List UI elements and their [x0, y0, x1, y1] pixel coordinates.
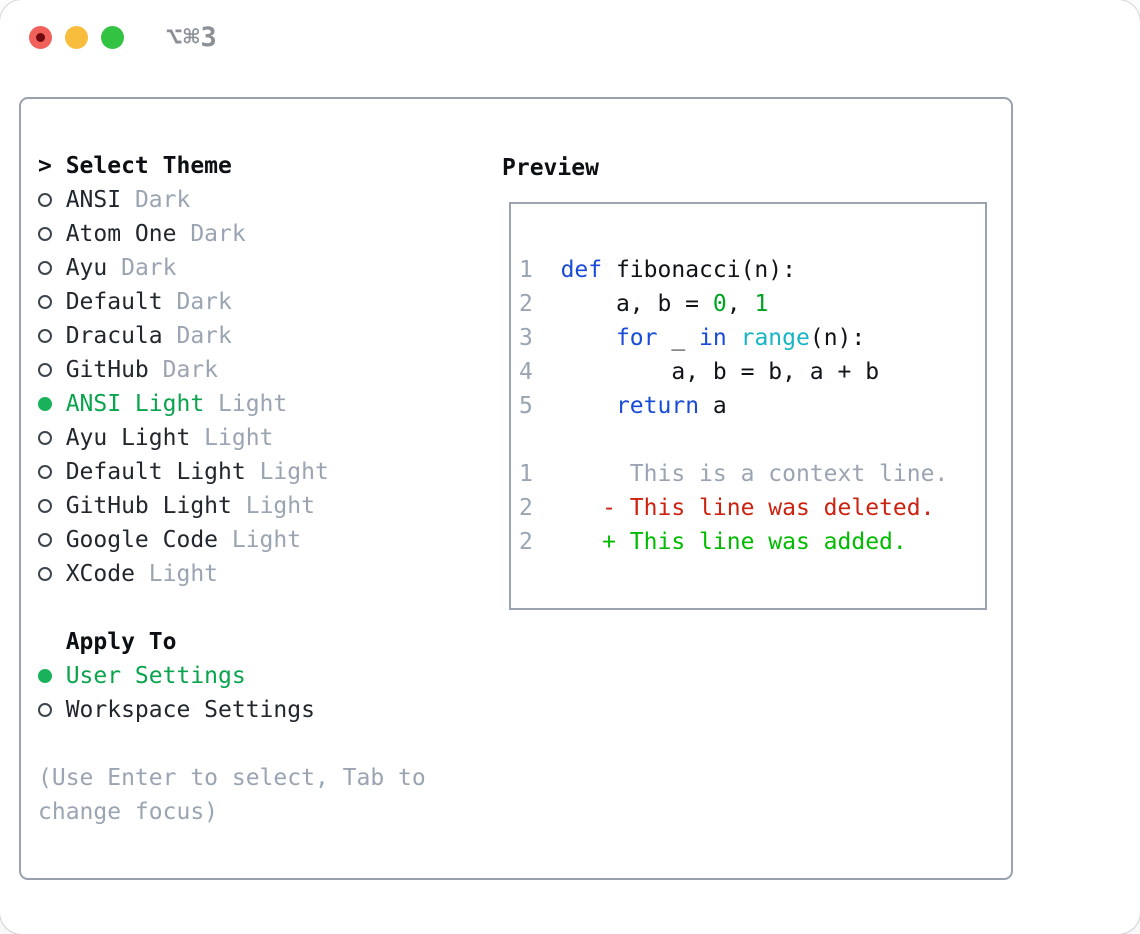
spacer: [38, 727, 426, 761]
item-variant-label: Light: [259, 459, 329, 485]
line-number: 2: [519, 291, 533, 317]
radio-unselected-icon: [38, 353, 52, 387]
item-label: XCode: [51, 561, 149, 587]
item-label: ANSI Light: [51, 391, 219, 417]
spacer: [38, 591, 426, 625]
apply-option-user-settings[interactable]: User Settings: [38, 659, 426, 693]
item-label: Workspace Settings: [51, 697, 315, 723]
item-label: GitHub: [51, 357, 163, 383]
theme-item-github[interactable]: GitHub Dark: [38, 353, 426, 387]
theme-item-atom-one[interactable]: Atom One Dark: [38, 217, 426, 251]
diff-line-3: 2 + This line was added.: [519, 529, 907, 555]
minimize-button[interactable]: [65, 26, 88, 49]
theme-picker-panel: > Select Theme ANSI Dark Atom One Dark A…: [19, 97, 1013, 880]
select-theme-header: > Select Theme: [38, 153, 232, 179]
radio-unselected-icon: [38, 285, 52, 319]
item-label: Default: [51, 289, 177, 315]
radio-unselected-icon: [38, 217, 52, 251]
item-variant-label: Dark: [190, 221, 246, 247]
preview-title: Preview: [502, 155, 599, 181]
radio-unselected-icon: [38, 251, 52, 285]
radio-unselected-icon: [38, 693, 52, 727]
apply-to-header: Apply To: [38, 629, 177, 655]
radio-selected-icon: [38, 659, 52, 693]
radio-unselected-icon: [38, 557, 52, 591]
item-label: Ayu: [51, 255, 122, 281]
line-number: 4: [519, 359, 533, 385]
item-variant-label: Dark: [176, 289, 232, 315]
item-variant-label: Dark: [162, 357, 219, 383]
line-number: 1: [519, 461, 533, 487]
item-variant-label: Light: [245, 493, 315, 519]
item-label: GitHub Light: [51, 493, 246, 519]
item-label: Atom One: [51, 221, 191, 247]
radio-unselected-icon: [38, 421, 52, 455]
item-variant-label: Dark: [134, 187, 191, 213]
theme-item-ansi-light[interactable]: ANSI Light Light: [38, 387, 426, 421]
item-label: User Settings: [51, 663, 246, 689]
radio-unselected-icon: [38, 183, 52, 217]
titlebar: ⌥⌘3: [0, 0, 1140, 72]
theme-item-ayu[interactable]: Ayu Dark: [38, 251, 426, 285]
item-label: Google Code: [51, 527, 232, 553]
line-number: 2: [519, 495, 533, 521]
theme-item-ansi[interactable]: ANSI Dark: [38, 183, 426, 217]
theme-item-default[interactable]: Default Dark: [38, 285, 426, 319]
item-variant-label: Light: [204, 425, 274, 451]
diff-line-1: 1 This is a context line.: [519, 461, 949, 487]
line-number: 3: [519, 325, 533, 351]
item-variant-label: Light: [218, 391, 288, 417]
blank-line: [519, 423, 985, 457]
preview-pane: 1 def fibonacci(n): 2 a, b = 0, 1 3 for _ …: [509, 202, 987, 610]
code-line-3: 3 for _ in range(n):: [519, 325, 866, 351]
item-variant-label: Dark: [176, 323, 232, 349]
line-number: 5: [519, 393, 533, 419]
zoom-button[interactable]: [101, 26, 124, 49]
theme-list: > Select Theme ANSI Dark Atom One Dark A…: [38, 149, 426, 829]
code-line-4: 4 a, b = b, a + b: [519, 359, 880, 385]
item-label: Ayu Light: [51, 425, 205, 451]
theme-item-default-light[interactable]: Default Light Light: [38, 455, 426, 489]
keyboard-shortcut-label: ⌥⌘3: [166, 22, 218, 53]
hint-text-line-1: (Use Enter to select, Tab to: [38, 765, 426, 791]
radio-selected-icon: [38, 387, 52, 421]
theme-item-xcode[interactable]: XCode Light: [38, 557, 426, 591]
item-variant-label: Dark: [121, 255, 177, 281]
item-label: Default Light: [51, 459, 260, 485]
line-number: 2: [519, 529, 533, 555]
radio-unselected-icon: [38, 489, 52, 523]
radio-unselected-icon: [38, 455, 52, 489]
theme-item-dracula[interactable]: Dracula Dark: [38, 319, 426, 353]
radio-unselected-icon: [38, 523, 52, 557]
radio-unselected-icon: [38, 319, 52, 353]
item-label: ANSI: [51, 187, 135, 213]
theme-item-ayu-light[interactable]: Ayu Light Light: [38, 421, 426, 455]
hint-text-line-2: change focus): [38, 799, 219, 825]
theme-item-github-light[interactable]: GitHub Light Light: [38, 489, 426, 523]
item-variant-label: Light: [231, 527, 302, 553]
theme-item-google-code[interactable]: Google Code Light: [38, 523, 426, 557]
code-line-2: 2 a, b = 0, 1: [519, 291, 769, 317]
close-button[interactable]: [29, 26, 52, 49]
code-line-5: 5 return a: [519, 393, 727, 419]
line-number: 1: [519, 257, 533, 283]
apply-option-workspace-settings[interactable]: Workspace Settings: [38, 693, 426, 727]
item-variant-label: Light: [148, 561, 219, 587]
item-label: Dracula: [51, 323, 177, 349]
diff-line-2: 2 - This line was deleted.: [519, 495, 935, 521]
code-line-1: 1 def fibonacci(n):: [519, 257, 796, 283]
